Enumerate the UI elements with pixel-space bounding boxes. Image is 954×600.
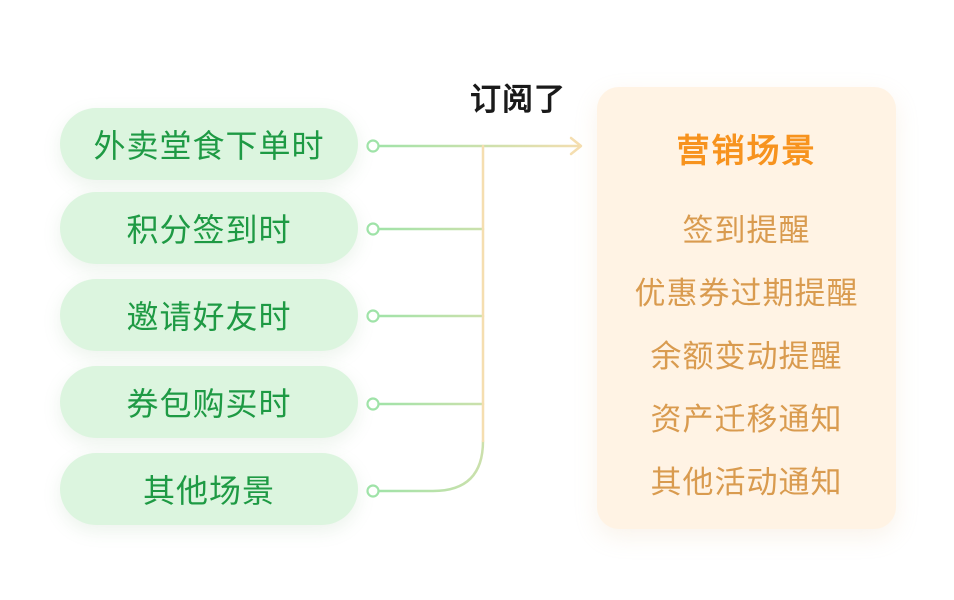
source-label: 积分签到时 — [126, 211, 292, 249]
source-pill-invite-friends: 邀请好友时 — [60, 279, 358, 351]
target-item: 其他活动通知 — [650, 465, 843, 501]
target-item: 优惠券过期提醒 — [634, 276, 859, 312]
source-pill-takeout-order: 外卖堂食下单时 — [60, 108, 358, 180]
source-pill-coupon-pack: 券包购买时 — [60, 366, 358, 438]
connector-dot — [366, 484, 380, 498]
target-item: 余额变动提醒 — [650, 339, 843, 375]
target-panel — [597, 87, 896, 529]
connector-dot — [366, 309, 380, 323]
connector-dot — [366, 222, 380, 236]
connector-branch-5 — [377, 439, 485, 493]
source-pill-points-checkin: 积分签到时 — [60, 192, 358, 264]
target-item: 资产迁移通知 — [650, 402, 843, 438]
connector-dot — [366, 139, 380, 153]
source-label: 其他场景 — [142, 472, 275, 510]
source-label: 邀请好友时 — [126, 298, 292, 336]
source-label: 券包购买时 — [126, 385, 292, 423]
arrow-head-icon — [569, 136, 583, 156]
connector-dot — [366, 397, 380, 411]
source-label: 外卖堂食下单时 — [93, 127, 325, 165]
target-item: 签到提醒 — [682, 213, 811, 249]
subscribe-label: 订阅了 — [470, 82, 566, 118]
source-pill-other: 其他场景 — [60, 453, 358, 525]
target-title: 营销场景 — [676, 131, 817, 170]
